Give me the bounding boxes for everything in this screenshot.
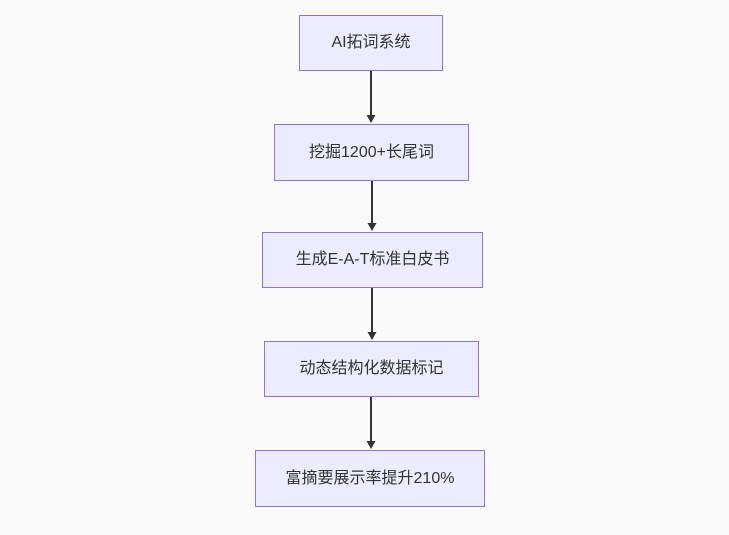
flow-node-n3: 生成E-A-T标准白皮书 — [262, 232, 483, 288]
flow-node-label: 生成E-A-T标准白皮书 — [295, 251, 450, 269]
flow-arrowhead-icon — [366, 441, 376, 449]
flow-node-n2: 挖掘1200+长尾词 — [274, 124, 469, 181]
flow-arrowhead-icon — [366, 115, 376, 123]
flow-node-n4: 动态结构化数据标记 — [264, 341, 479, 397]
flow-node-label: 动态结构化数据标记 — [299, 360, 444, 378]
flow-node-n1: AI拓词系统 — [299, 15, 443, 71]
flow-node-label: AI拓词系统 — [331, 34, 411, 52]
flow-node-label: 挖掘1200+长尾词 — [309, 143, 434, 161]
flow-node-label: 富摘要展示率提升210% — [285, 469, 455, 487]
flow-arrowhead-icon — [367, 332, 377, 340]
flow-arrowhead-icon — [367, 223, 377, 231]
flow-node-n5: 富摘要展示率提升210% — [255, 450, 485, 507]
